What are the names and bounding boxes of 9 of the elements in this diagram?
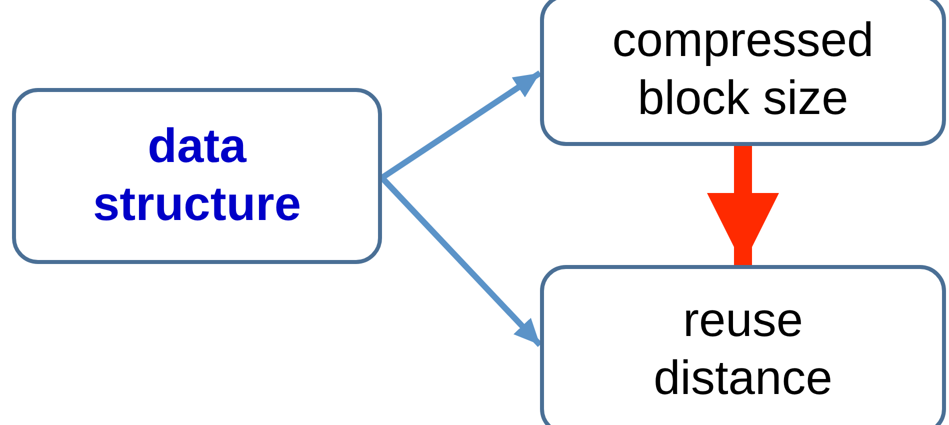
- process-box: [12, 88, 382, 264]
- arrow: [380, 176, 542, 347]
- process-box: [540, 0, 946, 146]
- node-label: data structure: [92, 119, 302, 233]
- process-box: [540, 265, 946, 425]
- arrow: [707, 146, 779, 265]
- arrow: [380, 70, 542, 180]
- node-label: compressed block size: [611, 13, 875, 127]
- node-label: reuse distance: [652, 293, 834, 407]
